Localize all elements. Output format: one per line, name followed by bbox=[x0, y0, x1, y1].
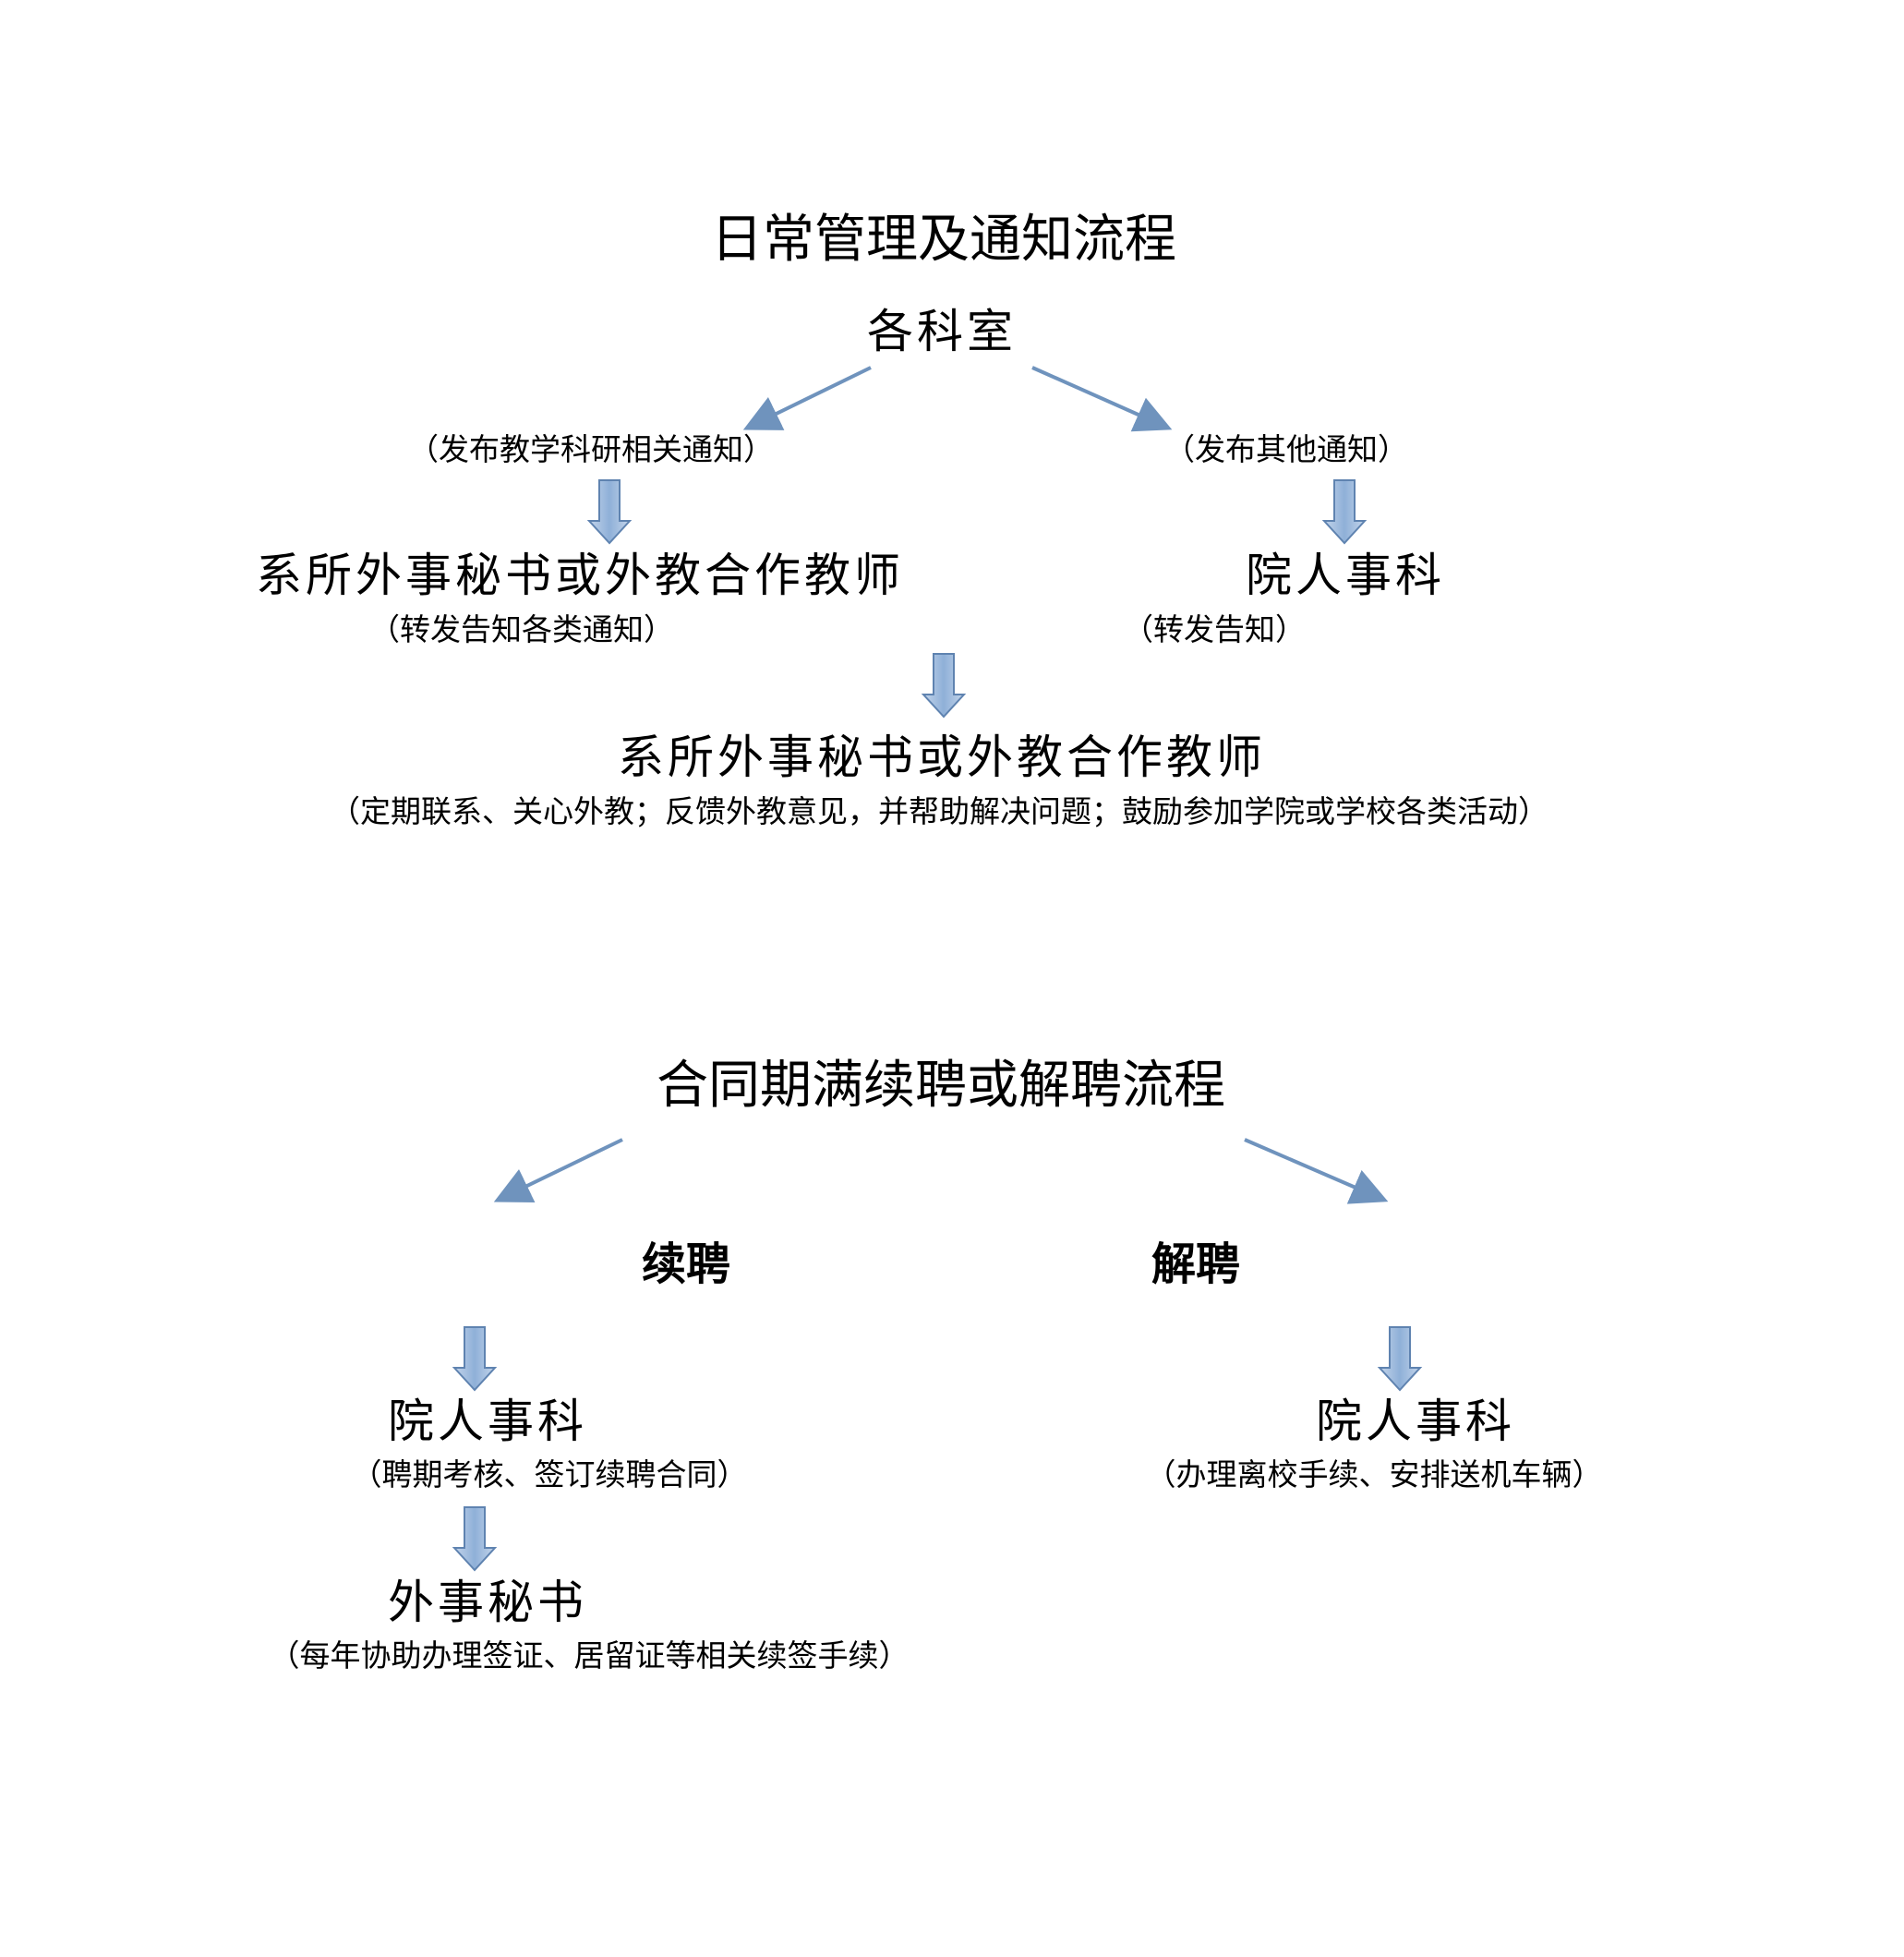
block-arrow-renew bbox=[452, 1326, 498, 1392]
node-hr-office-renew: 院人事科 bbox=[388, 1395, 587, 1448]
node-secretary-or-teacher: 系所外事秘书或外教合作教师 bbox=[256, 549, 904, 602]
node-hr-office-terminate: 院人事科 bbox=[1316, 1395, 1515, 1448]
branch-renew: 续聘 bbox=[641, 1238, 731, 1290]
node-hr-office-terminate-note: （办理离校手续、安排送机车辆） bbox=[1145, 1456, 1603, 1492]
node-hr-office-note: （转发告知） bbox=[1123, 611, 1306, 647]
node-secretary-note: （转发告知各类通知） bbox=[369, 611, 674, 647]
node-hr-office-renew-note: （聘期考核、签订续聘合同） bbox=[351, 1456, 748, 1492]
arrow-to-terminate bbox=[1244, 1138, 1389, 1204]
branch-terminate: 解聘 bbox=[1151, 1238, 1241, 1290]
node-secretary-or-teacher-bottom: 系所外事秘书或外教合作教师 bbox=[618, 731, 1266, 784]
block-arrow-left bbox=[586, 479, 633, 545]
node-secretary-bottom-note: （定期联系、关心外教；反馈外教意见，并帮助解决问题；鼓励参加学院或学校各类活动） bbox=[330, 793, 1549, 829]
arrow-to-left-branch bbox=[742, 366, 872, 430]
block-arrow-center bbox=[921, 653, 967, 719]
left-branch-note: （发布教学科研相关通知） bbox=[408, 431, 774, 467]
block-arrow-renew-secretary bbox=[452, 1506, 498, 1572]
node-foreign-affairs-secretary-note: （每年协助办理签证、居留证等相关续签手续） bbox=[269, 1637, 910, 1673]
arrow-to-right-branch bbox=[1031, 366, 1173, 432]
block-arrow-terminate bbox=[1377, 1326, 1423, 1392]
section1-title: 日常管理及通知流程 bbox=[711, 210, 1176, 270]
right-branch-note: （发布其他通知） bbox=[1164, 431, 1408, 467]
section2-title: 合同期满续聘或解聘流程 bbox=[657, 1056, 1225, 1116]
node-departments: 各科室 bbox=[867, 305, 1017, 358]
node-foreign-affairs-secretary: 外事秘书 bbox=[388, 1576, 587, 1629]
block-arrow-right bbox=[1321, 479, 1368, 545]
node-hr-office: 院人事科 bbox=[1246, 549, 1445, 602]
arrow-to-renew bbox=[493, 1138, 623, 1203]
